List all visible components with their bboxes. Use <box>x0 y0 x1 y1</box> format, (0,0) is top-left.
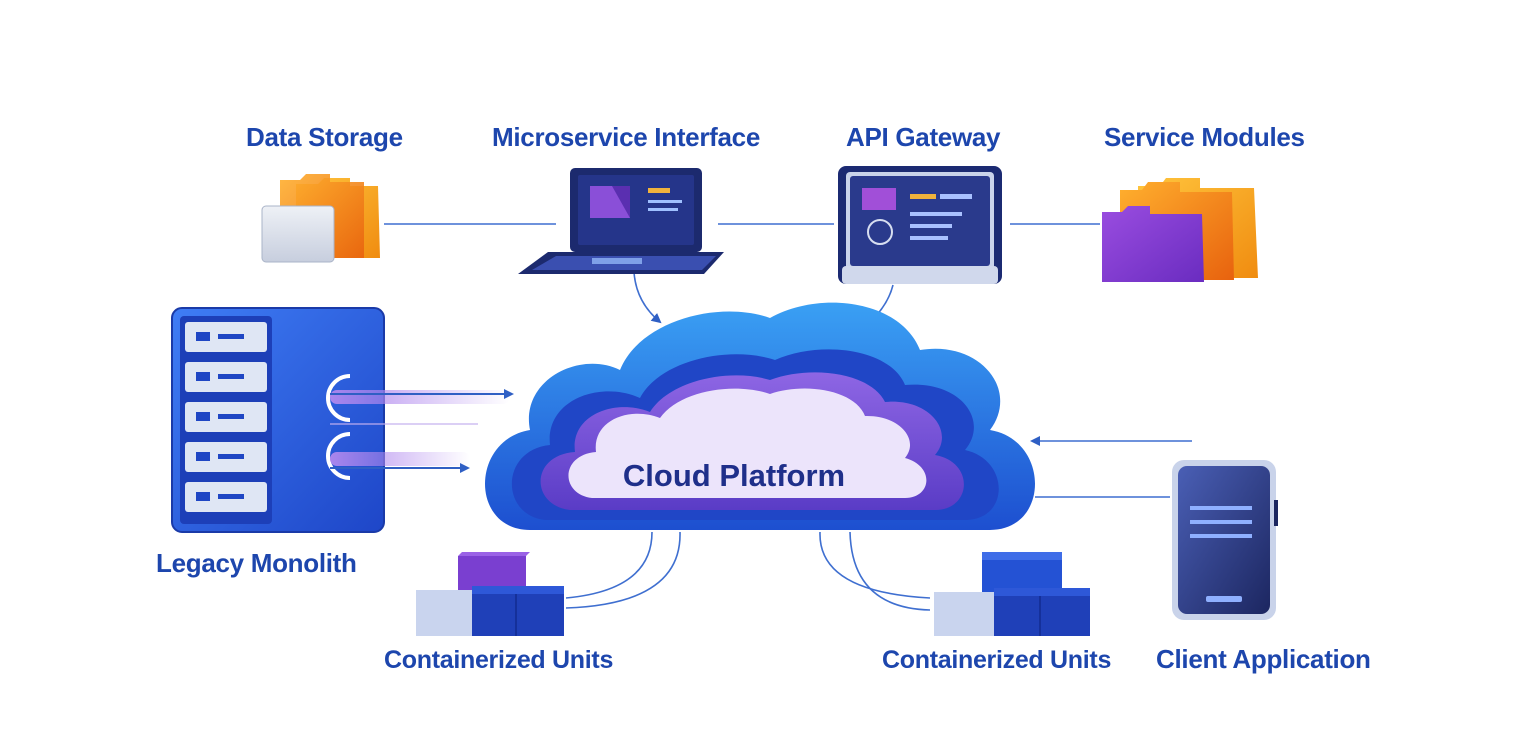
api-gateway-label: API Gateway <box>846 122 1001 152</box>
connector-cloud-containers-right-1 <box>819 531 931 599</box>
containerized-units-right-icon <box>934 552 1090 636</box>
service-modules-label: Service Modules <box>1104 122 1305 152</box>
connector-laptop-cloud <box>633 271 662 324</box>
connector-cloud-containers-right-2 <box>849 531 931 611</box>
client-application-label: Client Application <box>1156 644 1371 674</box>
data-storage-icon <box>261 174 380 263</box>
cloud-inner-layer <box>568 388 927 498</box>
data-stream-arrows <box>330 389 514 473</box>
legacy-monolith-label: Legacy Monolith <box>156 548 357 578</box>
api-gateway-icon <box>838 166 1002 284</box>
cloud-platform-label: Cloud Platform <box>622 458 846 493</box>
connector-cloud-containers-left-2 <box>565 531 681 609</box>
containerized-units-right-label: Containerized Units <box>882 646 1112 674</box>
cloud-platform-icon <box>485 302 1035 530</box>
laptop-icon <box>518 168 724 274</box>
microservice-interface-label: Microservice Interface <box>492 122 760 152</box>
legacy-monolith-icon <box>171 307 385 533</box>
service-modules-icon <box>1102 178 1258 282</box>
connector-cloud-containers-left-1 <box>565 531 653 599</box>
containerized-units-left-label: Containerized Units <box>384 646 614 674</box>
containerized-units-left-icon <box>416 552 564 636</box>
connector-lines <box>384 223 1192 611</box>
data-storage-label: Data Storage <box>246 122 403 152</box>
client-application-icon <box>1172 460 1278 620</box>
